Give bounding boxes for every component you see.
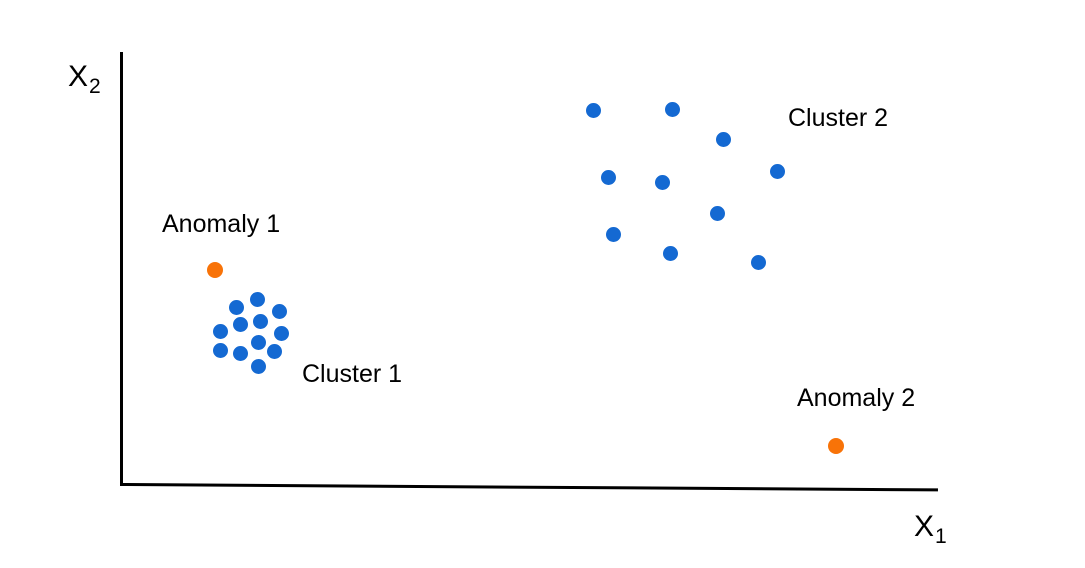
data-point [207, 262, 223, 278]
data-point [600, 169, 616, 185]
data-point [585, 102, 601, 118]
data-point [252, 313, 268, 329]
data-point [715, 131, 731, 147]
x-axis-line [119, 483, 938, 492]
data-point [249, 291, 265, 307]
data-point [232, 316, 248, 332]
cluster-2-label: Cluster 2 [788, 104, 889, 132]
data-point [769, 163, 785, 179]
data-point [750, 254, 766, 270]
data-point [232, 345, 248, 361]
y-axis-label-base: X [68, 60, 89, 93]
x-axis-label-subscript: 1 [935, 525, 947, 548]
data-point [664, 101, 680, 117]
data-point [250, 358, 266, 374]
data-point [654, 174, 670, 190]
data-point [828, 438, 844, 454]
data-point [271, 303, 287, 319]
data-point [212, 342, 228, 358]
data-point [228, 299, 244, 315]
x-axis-label-base: X [914, 510, 935, 543]
data-point [605, 226, 621, 242]
y-axis-line [120, 52, 123, 484]
data-point [212, 323, 228, 339]
y-axis-label: X2 [68, 60, 101, 98]
anomaly-1-label: Anomaly 1 [162, 210, 281, 238]
data-point [709, 205, 725, 221]
anomaly-2-label: Anomaly 2 [797, 384, 916, 412]
data-point [266, 343, 282, 359]
data-point [662, 245, 678, 261]
y-axis-label-subscript: 2 [89, 75, 101, 98]
data-point [250, 334, 266, 350]
cluster-1-label: Cluster 1 [302, 360, 403, 388]
x-axis-label: X1 [914, 510, 947, 548]
data-point [273, 325, 289, 341]
